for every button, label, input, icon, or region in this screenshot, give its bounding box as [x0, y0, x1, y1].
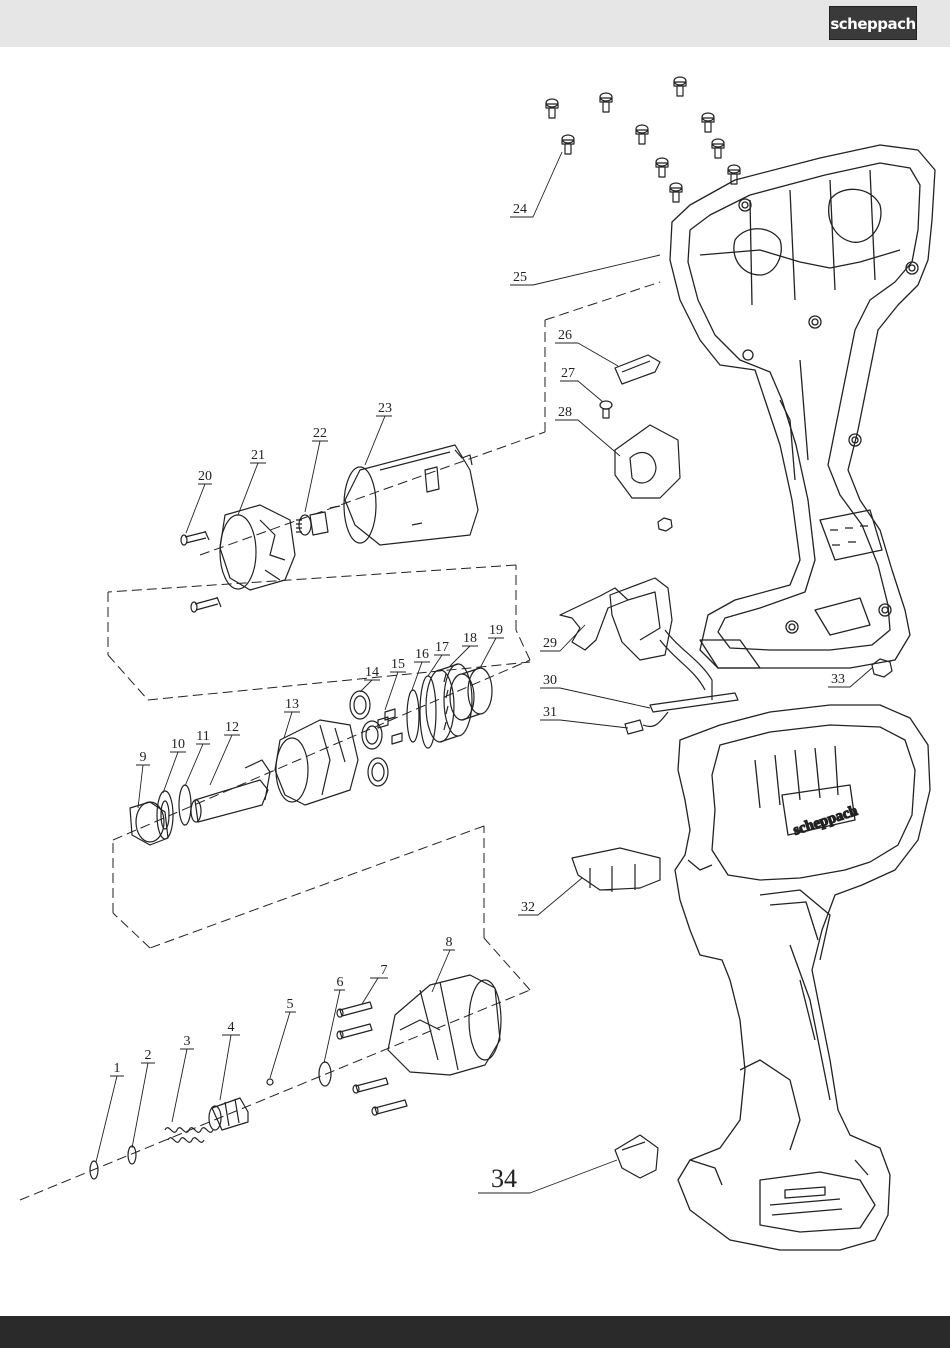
- label-5: 5: [287, 997, 294, 1012]
- label-15: 15: [391, 657, 405, 672]
- label-9: 9: [140, 750, 147, 765]
- part-30-plate: [650, 693, 738, 712]
- label-2: 2: [145, 1048, 152, 1063]
- label-26: 26: [558, 328, 572, 343]
- label-3: 3: [184, 1034, 191, 1049]
- label-7: 7: [381, 963, 388, 978]
- housing-brand-mark: scheppach: [791, 803, 860, 839]
- brand-logo: scheppach: [829, 6, 917, 40]
- label-33: 33: [831, 672, 845, 687]
- part-21-gear-cover: [220, 505, 295, 590]
- label-27: 27: [561, 366, 575, 381]
- part-32-clip: [572, 848, 660, 892]
- label-34: 34: [491, 1164, 517, 1193]
- label-21: 21: [251, 448, 265, 463]
- part-20-screws: [181, 531, 221, 612]
- label-17: 17: [435, 640, 449, 655]
- part-27-screw: [600, 401, 612, 418]
- label-30: 30: [543, 673, 557, 688]
- label-28: 28: [558, 405, 572, 420]
- part-28-cover: [615, 425, 680, 498]
- header-bar: [0, 0, 950, 47]
- label-23: 23: [378, 401, 392, 416]
- label-11: 11: [196, 729, 209, 744]
- label-19: 19: [489, 623, 503, 638]
- part-29-switch: [560, 578, 712, 700]
- label-4: 4: [228, 1020, 235, 1035]
- front-housing-handle: [675, 705, 930, 1250]
- part-26-bracket: [615, 355, 660, 384]
- screws-24: [546, 77, 740, 202]
- label-31: 31: [543, 705, 557, 720]
- part-labels: 1 2 3 4 5 6 7 8 9 10 11 12 13 14 15 16 1…: [114, 202, 846, 1193]
- label-24: 24: [513, 202, 527, 217]
- part-34-cap: [615, 1135, 658, 1178]
- label-18: 18: [463, 631, 477, 646]
- label-29: 29: [543, 636, 557, 651]
- rear-housing: [670, 145, 935, 668]
- label-32: 32: [521, 900, 535, 915]
- exploded-view-diagram: scheppach: [0, 47, 950, 1316]
- leader-lines: [96, 152, 872, 1193]
- nut-small: [658, 518, 672, 531]
- label-14: 14: [365, 665, 379, 680]
- footer-bar: [0, 1316, 950, 1348]
- part-31-connector: [625, 712, 668, 734]
- label-25: 25: [513, 270, 527, 285]
- label-20: 20: [198, 469, 212, 484]
- part-23-motor: [330, 445, 478, 545]
- label-6: 6: [337, 975, 344, 990]
- label-8: 8: [446, 935, 453, 950]
- label-16: 16: [415, 647, 429, 662]
- label-10: 10: [171, 737, 185, 752]
- label-22: 22: [313, 426, 327, 441]
- chuck-parts: [90, 975, 501, 1179]
- part-22-pinion: [296, 512, 328, 535]
- label-1: 1: [114, 1061, 121, 1076]
- label-13: 13: [285, 697, 299, 712]
- label-12: 12: [225, 720, 239, 735]
